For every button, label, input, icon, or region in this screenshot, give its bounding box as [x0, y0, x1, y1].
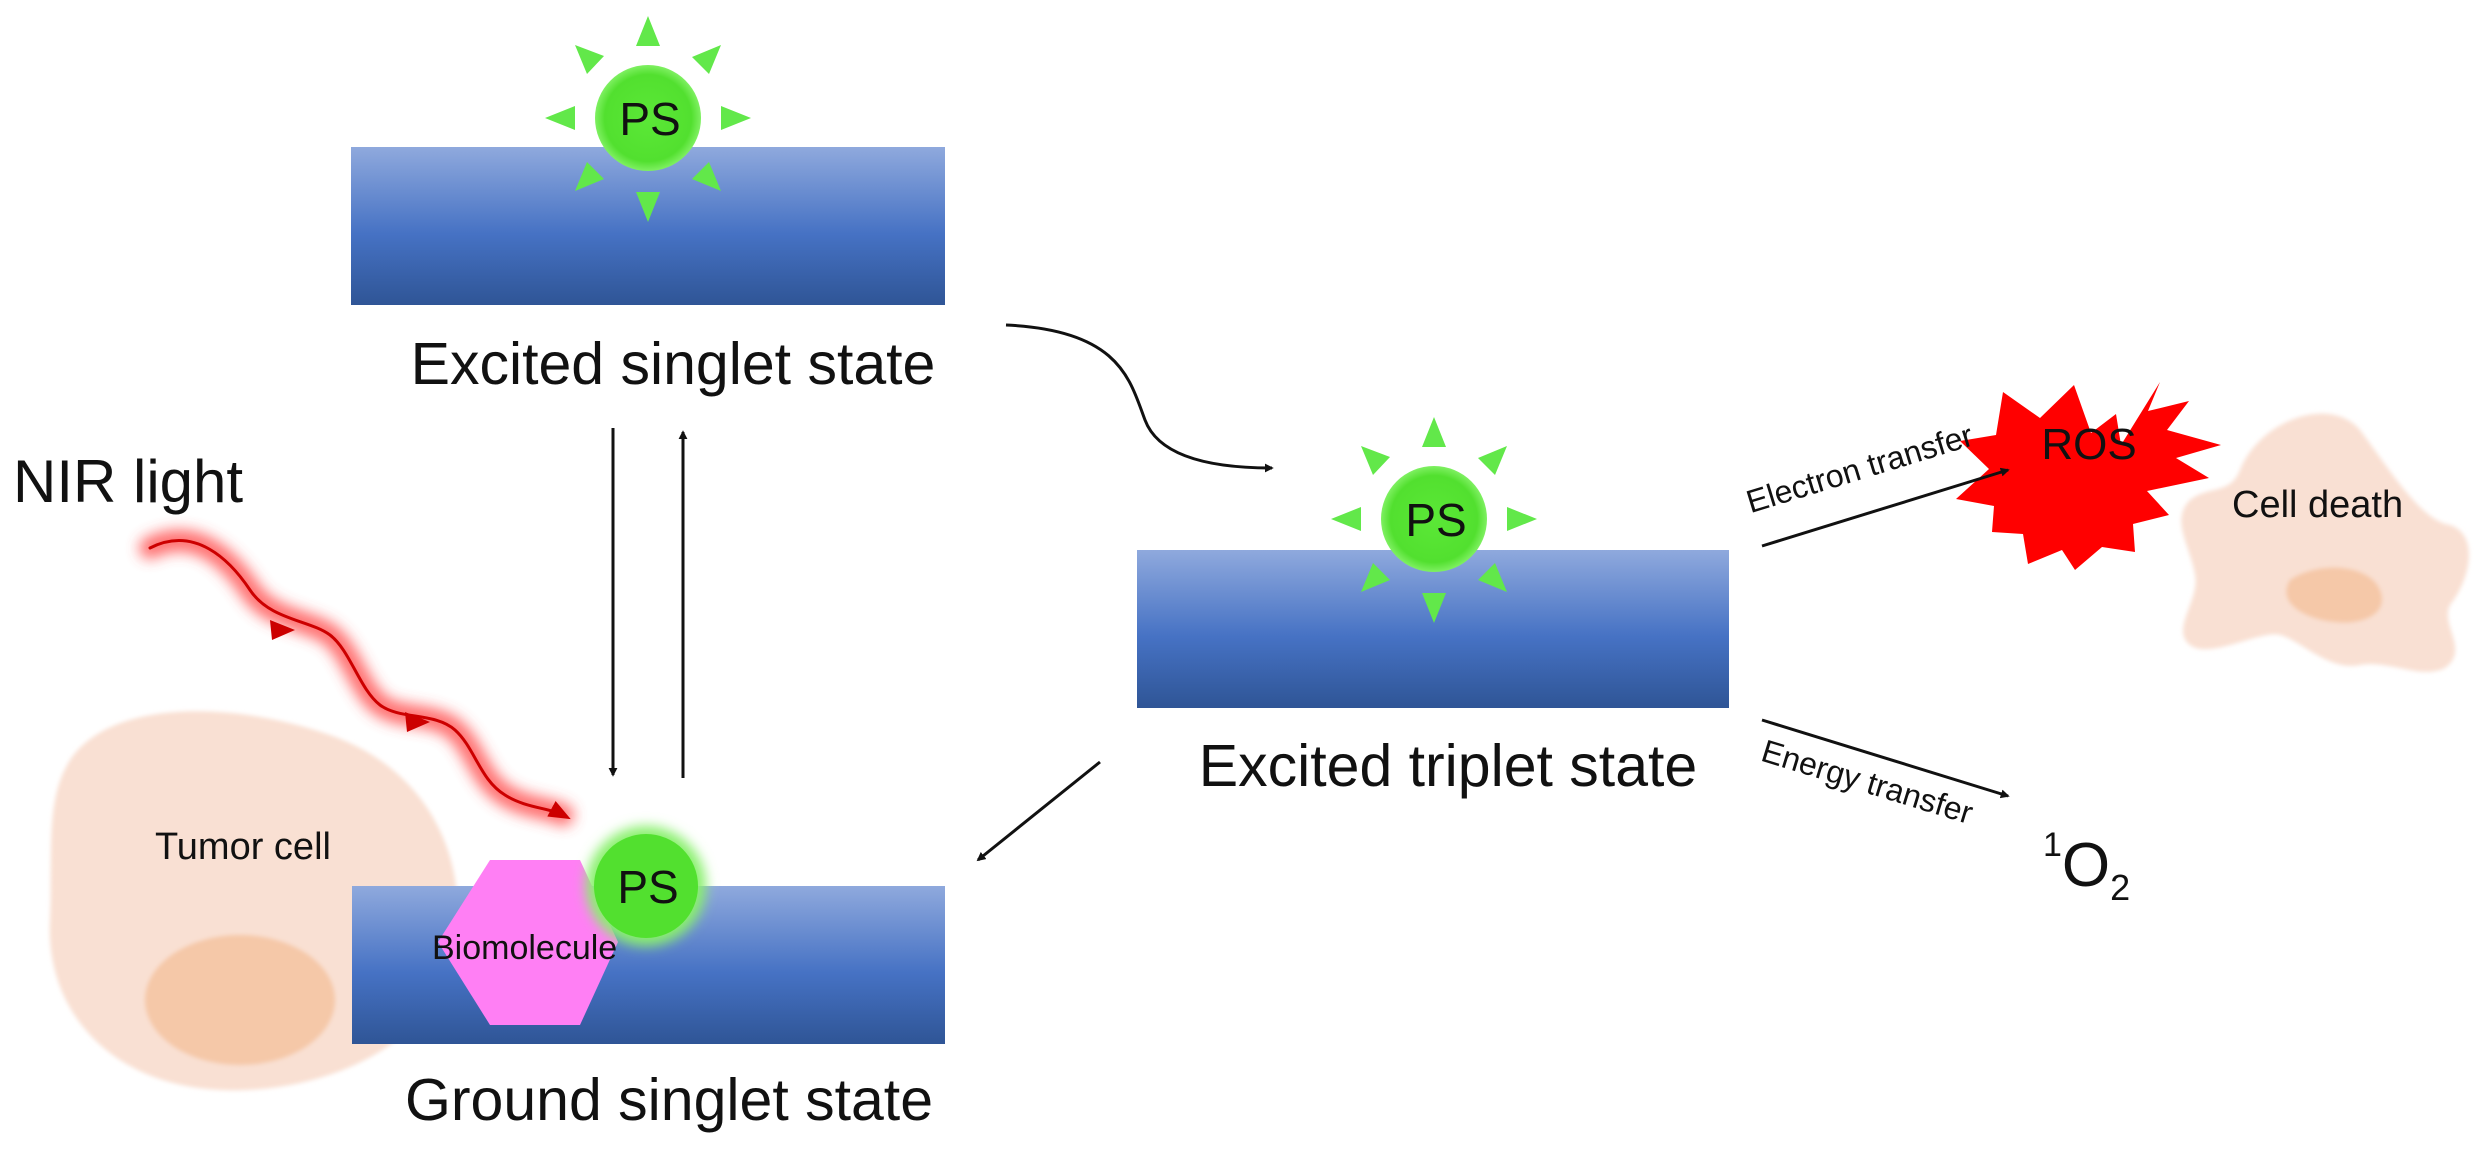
intersystem-crossing-arrow — [1005, 323, 1274, 473]
excited-singlet-label: Excited singlet state — [410, 331, 936, 397]
dying-cell — [2181, 413, 2469, 672]
singlet-oxygen-symbol: O — [2061, 831, 2111, 900]
ps-excited-triplet — [1331, 417, 1537, 623]
energy-transfer-arrow — [1761, 718, 2010, 799]
ps-label-ground: PS — [617, 861, 679, 913]
singlet-oxygen-superscript: 1 — [2043, 826, 2062, 864]
singlet-oxygen-subscript: 2 — [2110, 867, 2131, 908]
ps-label-triplet: PS — [1405, 494, 1467, 546]
excited-triplet-label: Excited triplet state — [1198, 733, 1698, 799]
ground-singlet-label: Ground singlet state — [404, 1067, 934, 1133]
tumor-cell-label: Tumor cell — [155, 826, 331, 868]
electron-transfer-arrow — [1761, 467, 2010, 548]
nir-light-label: NIR light — [13, 448, 244, 515]
ps-excited-singlet — [545, 16, 751, 222]
excited-singlet-bar — [351, 147, 945, 305]
triplet-to-ground-arrow — [976, 760, 1101, 862]
singlet-oxygen-label: 1O2 — [2043, 828, 2130, 906]
cell-death-label: Cell death — [2232, 484, 2404, 526]
ps-label-singlet: PS — [619, 93, 681, 145]
ros-burst — [1956, 382, 2221, 570]
excited-triplet-bar — [1137, 550, 1729, 708]
biomolecule-hexagon — [438, 860, 618, 1025]
ros-label: ROS — [2041, 420, 2137, 469]
transition-arrows — [608, 323, 2010, 862]
tumor-nucleus — [145, 935, 335, 1065]
nir-light-beam — [139, 529, 574, 826]
ps-rays-icon — [1331, 417, 1537, 623]
biomolecule-label: Biomolecule — [432, 929, 618, 967]
ps-rays-icon — [545, 16, 751, 222]
ps-ground — [586, 826, 706, 946]
